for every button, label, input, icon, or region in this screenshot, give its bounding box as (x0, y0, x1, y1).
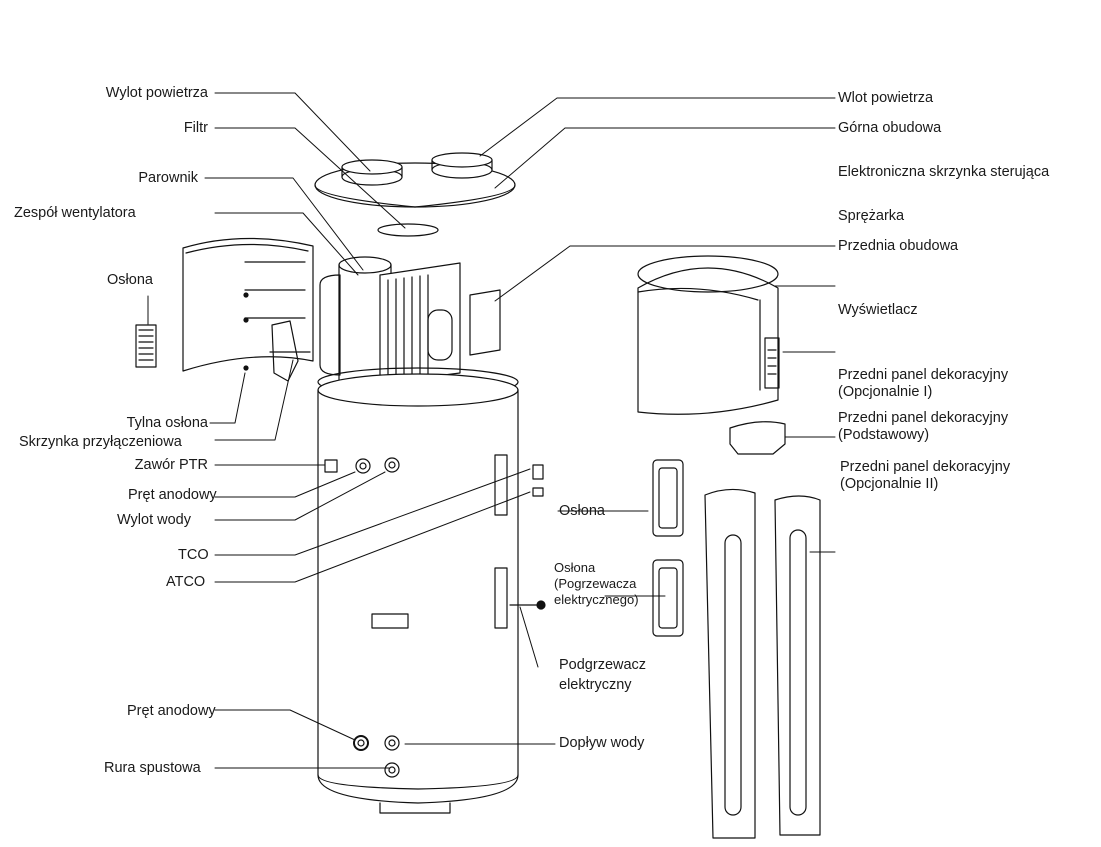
label-pret-anodowy-bottom: Pręt anodowy (127, 703, 216, 719)
filter-disc (377, 223, 439, 237)
label-oslona-grzalki-3: elektrycznego) (554, 592, 639, 607)
label-panel-opc2-sub: (Opcjonalnie II) (840, 476, 939, 492)
label-pret-anodowy-top: Pręt anodowy (128, 487, 217, 503)
junction-box-bracket (271, 320, 299, 382)
label-podgrzewacz-1: Podgrzewacz (559, 657, 647, 673)
leader-lines (147, 92, 836, 769)
front-housing (637, 255, 780, 415)
label-elektroniczna-skrzynka: Elektroniczna skrzynka sterująca (838, 164, 1050, 180)
rear-shroud (182, 237, 314, 372)
label-panel-opc1-sub: (Opcjonalnie I) (838, 384, 933, 400)
label-panel-podst-sub: (Podstawowy) (838, 427, 930, 443)
label-oslona-left: Osłona (107, 272, 153, 288)
label-podgrzewacz-2: elektryczny (559, 677, 632, 693)
top-cover (314, 152, 516, 208)
label-wlot-powietrza: Wlot powietrza (838, 90, 934, 106)
label-filtr: Filtr (183, 120, 208, 136)
label-oslona-mid: Osłona (559, 503, 605, 519)
label-wyswietlacz: Wyświetlacz (838, 302, 918, 318)
label-zespol-wentylatora: Zespół wentylatora (14, 205, 136, 221)
label-gorna-obudowa: Górna obudowa (838, 120, 942, 136)
front-panels-optional (704, 488, 821, 839)
water-tank (317, 373, 546, 814)
label-panel-podst: Przedni panel dekoracyjny (838, 410, 1009, 426)
label-oslona-grzalki-1: Osłona (554, 560, 596, 575)
internal-components (317, 256, 519, 397)
label-tylna-oslona: Tylna osłona (126, 415, 208, 431)
label-skrzynka-przylaczeniowa: Skrzynka przyłączeniowa (19, 434, 182, 450)
label-wylot-powietrza: Wylot powietrza (105, 85, 208, 101)
label-sprezarka: Sprężarka (838, 208, 905, 224)
label-przednia-obudowa: Przednia obudowa (838, 238, 959, 254)
label-parownik: Parownik (138, 170, 198, 186)
label-doplyw-wody: Dopływ wody (559, 735, 645, 751)
label-wylot-wody: Wylot wody (117, 512, 192, 528)
label-zawor-ptr: Zawór PTR (134, 457, 208, 473)
front-panel-base (729, 421, 786, 455)
label-rura-spustowa: Rura spustowa (104, 760, 201, 776)
label-panel-opc1: Przedni panel dekoracyjny (838, 367, 1009, 383)
covers (652, 459, 684, 637)
label-oslona-grzalki-2: (Pogrzewacza (554, 576, 637, 591)
label-panel-opc2: Przedni panel dekoracyjny (840, 459, 1011, 475)
small-grille (135, 324, 157, 368)
label-atco: ATCO (166, 574, 206, 590)
label-tco: TCO (178, 547, 209, 563)
